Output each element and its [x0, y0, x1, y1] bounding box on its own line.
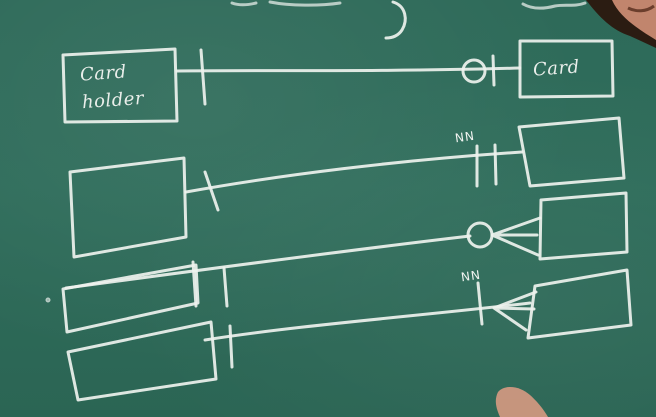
chalk-scribble-top-left: [230, 0, 342, 7]
entity-box-left-4a: [61, 263, 200, 334]
entity-label-card: Card: [532, 56, 581, 81]
notation-nn-1: NN: [454, 128, 476, 146]
entity-box-card: [518, 39, 615, 99]
crow-foot-4: [492, 290, 538, 332]
entity-label-cardholder-line2: holder: [81, 87, 145, 114]
eye-brow: [627, 4, 655, 13]
relationship-line-1: [175, 66, 522, 73]
chalk-bracket-top: [384, 0, 407, 40]
entity-box-right-4: [526, 268, 633, 340]
entity-box-left-4b: [66, 320, 218, 402]
one-tick-3b: [222, 266, 229, 308]
one-tick-2: [203, 170, 220, 212]
entity-box-cardholder: [61, 47, 179, 124]
entity-box-right-3: [538, 191, 629, 261]
crow-foot-3: [490, 216, 542, 257]
one-tick-3a: [191, 260, 198, 308]
many-tick-4: [476, 281, 484, 326]
one-tick-4: [228, 324, 234, 369]
zero-circle-1: [461, 58, 487, 84]
relationship-line-4: [203, 301, 532, 342]
relationship-line-2: [184, 150, 524, 194]
zero-circle-3: [466, 221, 494, 249]
entity-label-cardholder-line1: Card: [79, 61, 128, 86]
notation-nn-2: NN: [460, 267, 482, 285]
entity-box-left-2: [68, 156, 188, 259]
chalk-scribble-top-right: [521, 1, 587, 10]
entity-box-right-2: [517, 116, 626, 188]
one-tick-1b: [491, 54, 496, 87]
one-tick-1: [199, 48, 207, 106]
relationship-line-3: [64, 234, 472, 290]
many-tick-2b: [493, 143, 498, 186]
chalk-dot: [45, 297, 51, 303]
hand: [495, 386, 548, 417]
